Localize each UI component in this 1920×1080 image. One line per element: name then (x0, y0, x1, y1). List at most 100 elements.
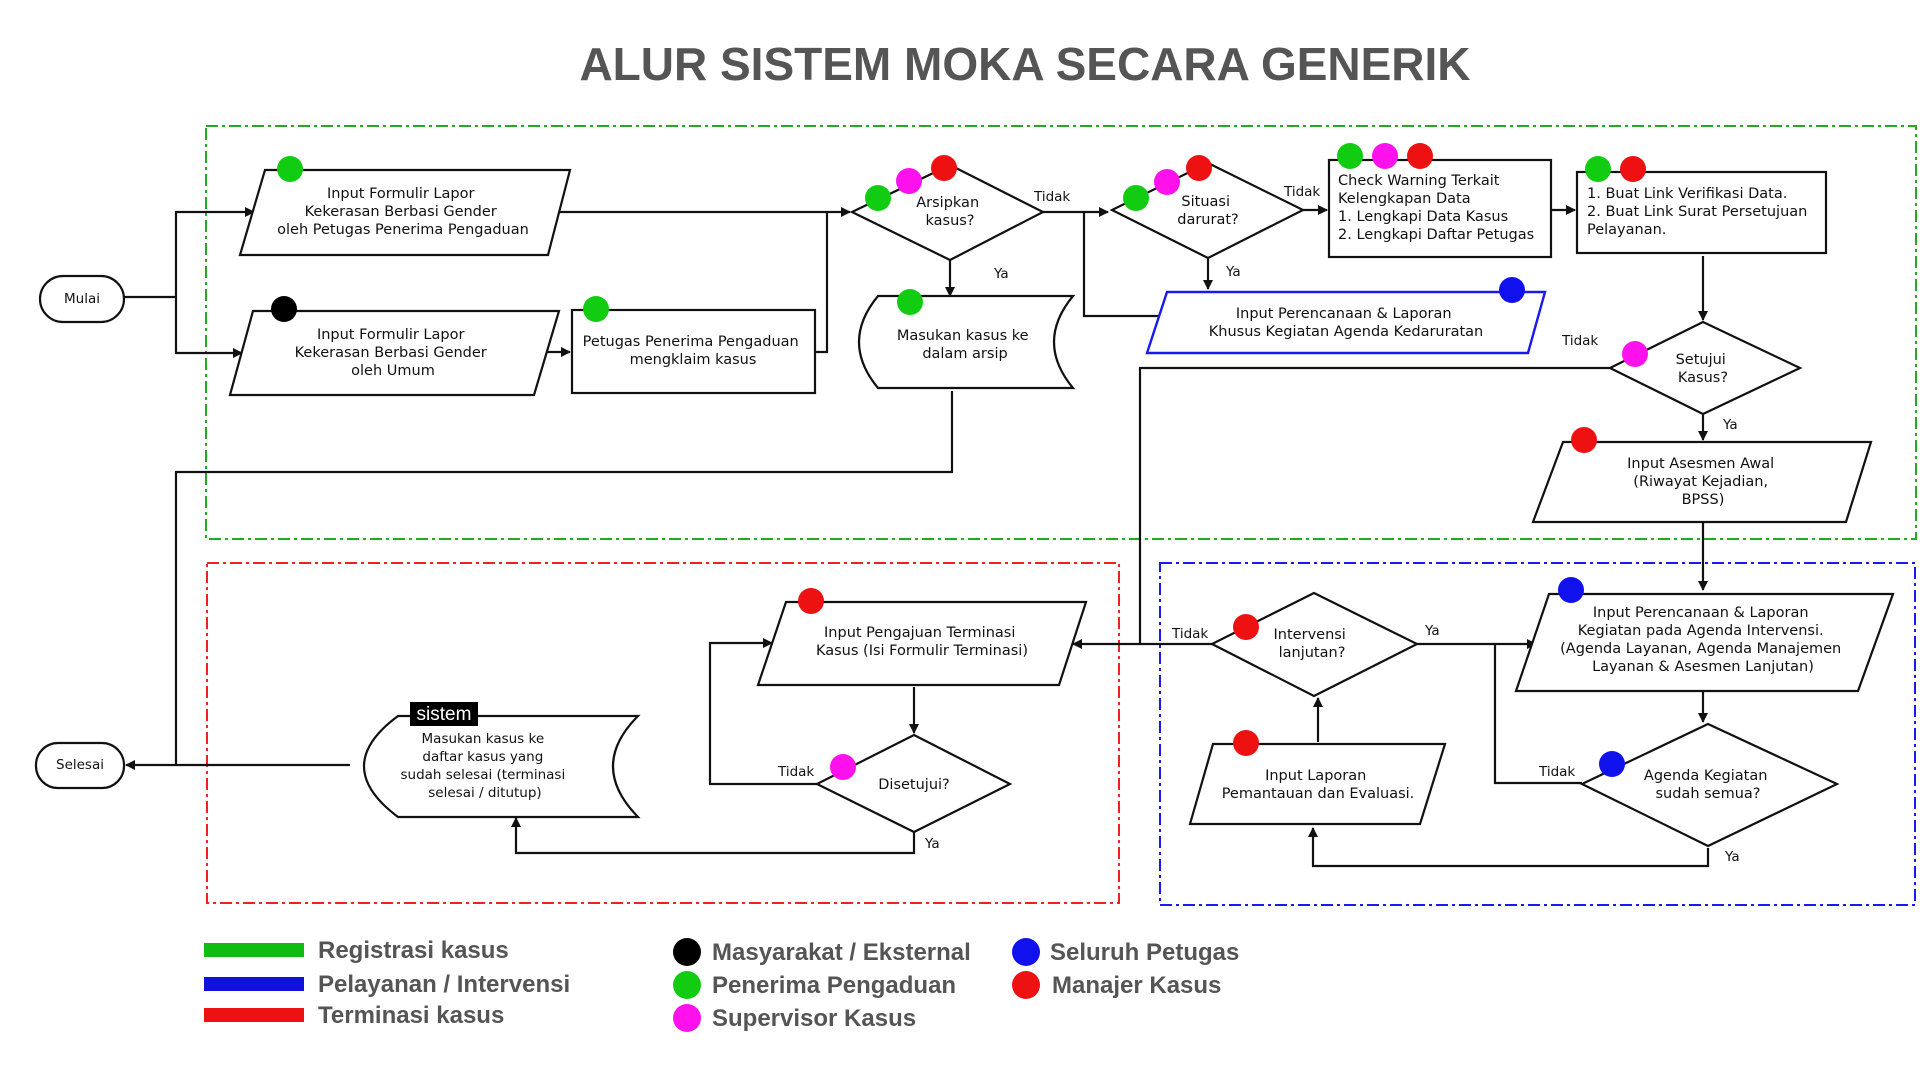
legend-bar-registrasi (204, 943, 304, 957)
selesai-doc-line-2: daftar kasus yang (422, 749, 543, 765)
zone-terminasi (206, 562, 1120, 904)
input-umum-node: Input Formulir Lapor Kekerasan Berbasi G… (228, 309, 561, 397)
link-line-1: 1. Buat Link Verifikasi Data. (1587, 186, 1787, 202)
svg-text:Masukan kasus ke dalam a: Masukan kasus ke dalam arsip (897, 328, 1033, 362)
klaim-line-2: mengklaim kasus (630, 352, 757, 368)
selesai-doc-line-1: Masukan kasus ke (422, 731, 545, 747)
warning-node: Check Warning Terkait Kelengkapan Data 1… (1327, 158, 1553, 259)
page-title: ALUR SISTEM MOKA SECARA GENERIK (579, 38, 1470, 90)
dot-seluruh-agenda (1599, 751, 1625, 777)
label-darurat-ya: Ya (1225, 264, 1241, 280)
dot-seluruh-perencanaan (1558, 577, 1584, 603)
svg-text:Input Laporan Pemantauan: Input Laporan Pemantauan dan Evaluasi. (1222, 768, 1415, 802)
agenda-semua-line-2: sudah semua? (1655, 786, 1760, 802)
svg-text:Input Formulir Lapor Kek: Input Formulir Lapor Kekerasan Berbasi G… (277, 186, 529, 238)
agenda-semua-line-1: Agenda Kegiatan (1644, 768, 1768, 784)
dot-supervisor-setujui (1622, 341, 1648, 367)
terminasi-line-1: Input Pengajuan Terminasi (824, 625, 1015, 641)
label-agenda-ya: Ya (1724, 849, 1740, 865)
legend-dot-masyarakat (673, 938, 701, 966)
svg-text:Agenda Kegiatan sudah se: Agenda Kegiatan sudah semua? (1644, 768, 1772, 802)
legend-bar-terminasi (204, 1008, 304, 1022)
label-darurat-tidak: Tidak (1283, 184, 1320, 200)
zone-registrasi (205, 125, 1917, 540)
disetujui-decision: Disetujui? (814, 733, 1013, 834)
legend-manajer: Manajer Kasus (1052, 972, 1221, 999)
pemantauan-node: Input Laporan Pemantauan dan Evaluasi. (1188, 742, 1447, 826)
svg-text:Check Warning Terkait Ke: Check Warning Terkait Kelengkapan Data 1… (1338, 173, 1534, 243)
dot-manajer-darurat (1186, 155, 1212, 181)
edge-klaim-to-arsipkan (815, 212, 829, 354)
setujui-decision: Setujui Kasus? (1607, 320, 1803, 416)
asesmen-line-2: (Riwayat Kejadian, (1633, 474, 1768, 490)
legend-pelayanan: Pelayanan / Intervensi (318, 971, 570, 998)
svg-text:Masukan kasus ke daftar: Masukan kasus ke daftar kasus yang sudah… (400, 731, 569, 801)
selesai-doc-line-3: sudah selesai (terminasi (400, 767, 565, 783)
start-label: Mulai (64, 291, 100, 307)
dot-supervisor-arsipkan (896, 168, 922, 194)
label-setujui-ya: Ya (1722, 417, 1738, 433)
selesai-doc-node: Masukan kasus ke daftar kasus yang sudah… (363, 702, 641, 819)
edge-to-kedaruratan (1082, 212, 1162, 318)
label-setujui-tidak: Tidak (1561, 333, 1598, 349)
svg-text:Petugas Penerima Pengaduan: Petugas Penerima Pengaduan mengklaim kas… (583, 334, 804, 368)
edge-setujui-tidak (1138, 366, 1610, 645)
legend-dot-manajer (1012, 971, 1040, 999)
kedaruratan-node: Input Perencanaan & Laporan Khusus Kegia… (1145, 290, 1547, 355)
perencanaan-line-4: Layanan & Asesmen Lanjutan) (1592, 659, 1814, 675)
legend-dot-supervisor (673, 1004, 701, 1032)
label-intervensi-ya: Ya (1424, 623, 1440, 639)
asesmen-line-1: Input Asesmen Awal (1627, 456, 1774, 472)
dot-supervisor-disetujui (830, 754, 856, 780)
edge-disetujui-ya (511, 817, 916, 855)
perencanaan-node: Input Perencanaan & Laporan Kegiatan pad… (1514, 592, 1895, 693)
arsip-line-1: Masukan kasus ke (897, 328, 1029, 344)
sistem-tag-label: sistem (417, 704, 472, 725)
terminasi-line-2: Kasus (Isi Formulir Terminasi) (816, 643, 1028, 659)
setujui-line-2: Kasus? (1678, 370, 1728, 386)
arsip-line-2: dalam arsip (922, 346, 1007, 362)
svg-text:Intervensi lanjutan?: Intervensi lanjutan? (1274, 627, 1351, 661)
dot-manajer-link (1620, 156, 1646, 182)
legend-supervisor: Supervisor Kasus (712, 1005, 916, 1032)
dot-manajer-arsipkan (931, 155, 957, 181)
perencanaan-line-3: (Agenda Layanan, Agenda Manajemen (1560, 641, 1841, 657)
dot-manajer-asesmen (1571, 427, 1597, 453)
svg-text:Situasi darurat?: Situasi darurat? (1177, 194, 1238, 228)
klaim-node: Petugas Penerima Pengaduan mengklaim kas… (570, 308, 817, 395)
dot-penerima-input-petugas (277, 156, 303, 182)
pemantauan-line-2: Pemantauan dan Evaluasi. (1222, 786, 1415, 802)
label-disetujui-ya: Ya (924, 836, 940, 852)
darurat-line-1: Situasi (1181, 194, 1230, 210)
warning-line-1: Check Warning Terkait (1338, 173, 1500, 189)
kedaruratan-line-2: Khusus Kegiatan Agenda Kedaruratan (1209, 324, 1483, 340)
label-arsipkan-ya: Ya (993, 266, 1009, 282)
pemantauan-line-1: Input Laporan (1265, 768, 1366, 784)
input-petugas-line-2: Kekerasan Berbasi Gender (305, 204, 497, 220)
dot-seluruh-kedaruratan (1499, 277, 1525, 303)
label-agenda-tidak: Tidak (1538, 764, 1575, 780)
warning-line-4: 2. Lengkapi Daftar Petugas (1338, 227, 1534, 243)
start-terminal: Mulai (38, 274, 126, 324)
link-line-2: 2. Buat Link Surat Persetujuan (1587, 204, 1807, 220)
dot-supervisor-warning (1372, 143, 1398, 169)
klaim-line-1: Petugas Penerima Pengaduan (583, 334, 799, 350)
intervensi-line-2: lanjutan? (1279, 645, 1346, 661)
dot-supervisor-darurat (1154, 169, 1180, 195)
darurat-line-2: darurat? (1177, 212, 1238, 228)
intervensi-decision: Intervensi lanjutan? (1209, 591, 1420, 698)
arsipkan-line-1: Arsipkan (916, 195, 979, 211)
intervensi-line-1: Intervensi (1274, 627, 1346, 643)
input-petugas-line-1: Input Formulir Lapor (327, 186, 475, 202)
dot-penerima-darurat (1123, 185, 1149, 211)
dot-manajer-intervensi (1233, 614, 1259, 640)
edge-disetujui-tidak (708, 638, 817, 786)
role-dots (271, 143, 1648, 780)
svg-text:Input Perencanaan & Laporan: Input Perencanaan & Laporan Khusus Kegia… (1209, 306, 1483, 340)
edge-agenda-ya (1308, 827, 1710, 868)
dot-masyarakat-input-umum (271, 296, 297, 322)
agenda-semua-decision: Agenda Kegiatan sudah semua? (1579, 722, 1840, 848)
svg-text:Arsipkan kasus?: Arsipkan kasus? (916, 195, 984, 229)
label-intervensi-tidak: Tidak (1171, 626, 1208, 642)
legend-dot-seluruh (1012, 938, 1040, 966)
